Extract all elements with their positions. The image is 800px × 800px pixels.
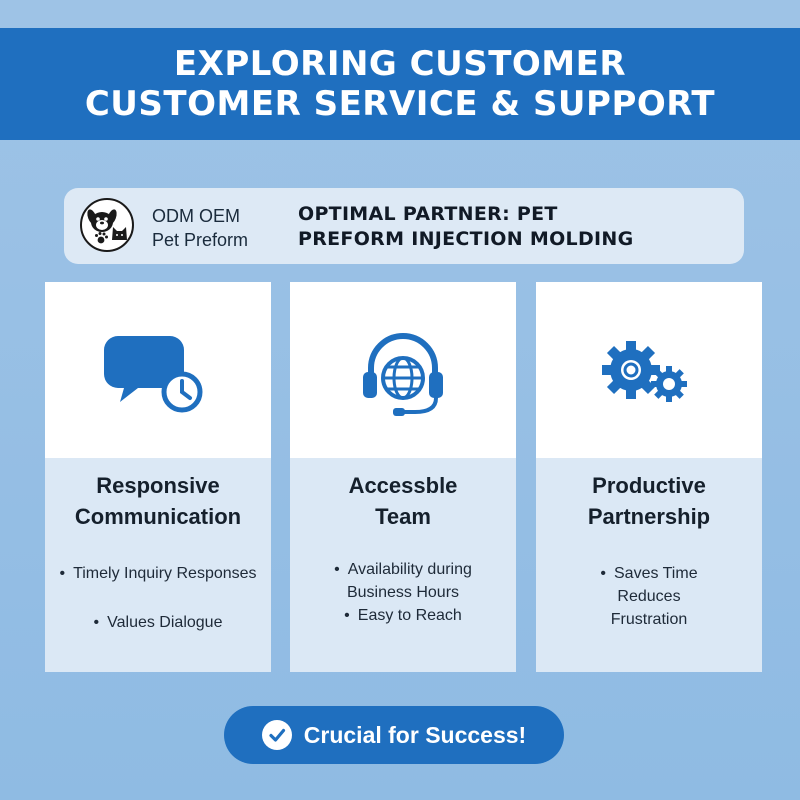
brand-tagline-line-2: PREFORM INJECTION MOLDING [298,228,634,250]
card-icon-panel [536,282,762,458]
check-circle-icon [261,720,292,750]
list-item: •Values Dialogue [93,614,223,631]
list-item: •Saves Time [600,565,698,582]
card-responsive-communication: Responsive Communication •Timely Inquiry… [45,282,271,672]
list-item: •Easy to Reach [344,607,462,624]
card-bullet-list: •Timely Inquiry Responses •Values Dialog… [45,562,271,634]
brand-tagline: OPTIMAL PARTNER: PET PREFORM INJECTION M… [298,202,728,252]
cta-label: Crucial for Success! [303,721,527,748]
card-bullet-list: •Availability during Business Hours •Eas… [290,558,516,627]
brand-tagline-line-1: OPTIMAL PARTNER: PET [298,203,558,225]
card-productive-partnership: Productive Partnership •Saves Time Reduc… [536,282,762,672]
header-banner: EXPLORING CUSTOMER CUSTOMER SERVICE & SU… [0,28,800,140]
card-title: Responsive Communication [45,470,271,532]
list-item: Reduces [536,585,762,608]
list-item-text: Easy to Reach [357,607,462,624]
brand-name-line-2: Pet Preform [152,230,249,250]
card-title: Accessble Team [290,470,516,532]
brand-name-line-1: ODM OEM [152,206,240,226]
list-item-text: Reduces [617,588,681,605]
list-item-text: Values Dialogue [107,614,223,631]
list-item-text: Frustration [610,611,688,628]
brand-bar: ODM OEM Pet Preform OPTIMAL PARTNER: PET… [64,188,744,264]
card-accessible-team: Accessble Team •Availability during Busi… [290,282,516,672]
page-title-line-1: EXPLORING CUSTOMER [173,44,627,84]
brand-name: ODM OEM Pet Preform [152,204,282,252]
card-title: Productive Partnership [536,470,762,532]
page-title-line-2: CUSTOMER SERVICE & SUPPORT [84,84,716,124]
chat-bubble-clock-icon [98,322,218,418]
card-bullet-list: •Saves Time Reduces Frustration [536,562,762,631]
list-item: •Availability during [334,561,472,578]
list-item-text: Business Hours [346,584,460,601]
card-title-line-2: Team [375,504,431,529]
card-title-line-2: Partnership [587,504,711,529]
card-icon-panel [45,282,271,458]
list-item-text: Availability during [347,561,472,578]
list-item-text: Saves Time [614,565,698,582]
card-title-line-1: Accessble [348,473,458,498]
list-item: Business Hours [290,581,516,604]
card-title-line-2: Communication [74,504,242,529]
headset-globe-icon [343,322,463,418]
crucial-for-success-button[interactable]: Crucial for Success! [224,706,564,764]
list-item-text: Timely Inquiry Responses [73,565,257,582]
gears-icon [589,322,709,418]
card-title-line-1: Productive [592,473,706,498]
list-item: •Timely Inquiry Responses [59,565,257,582]
list-item: Frustration [536,608,762,631]
dog-cat-paw-logo-icon [80,198,134,252]
card-icon-panel [290,282,516,458]
card-title-line-1: Responsive [96,473,220,498]
